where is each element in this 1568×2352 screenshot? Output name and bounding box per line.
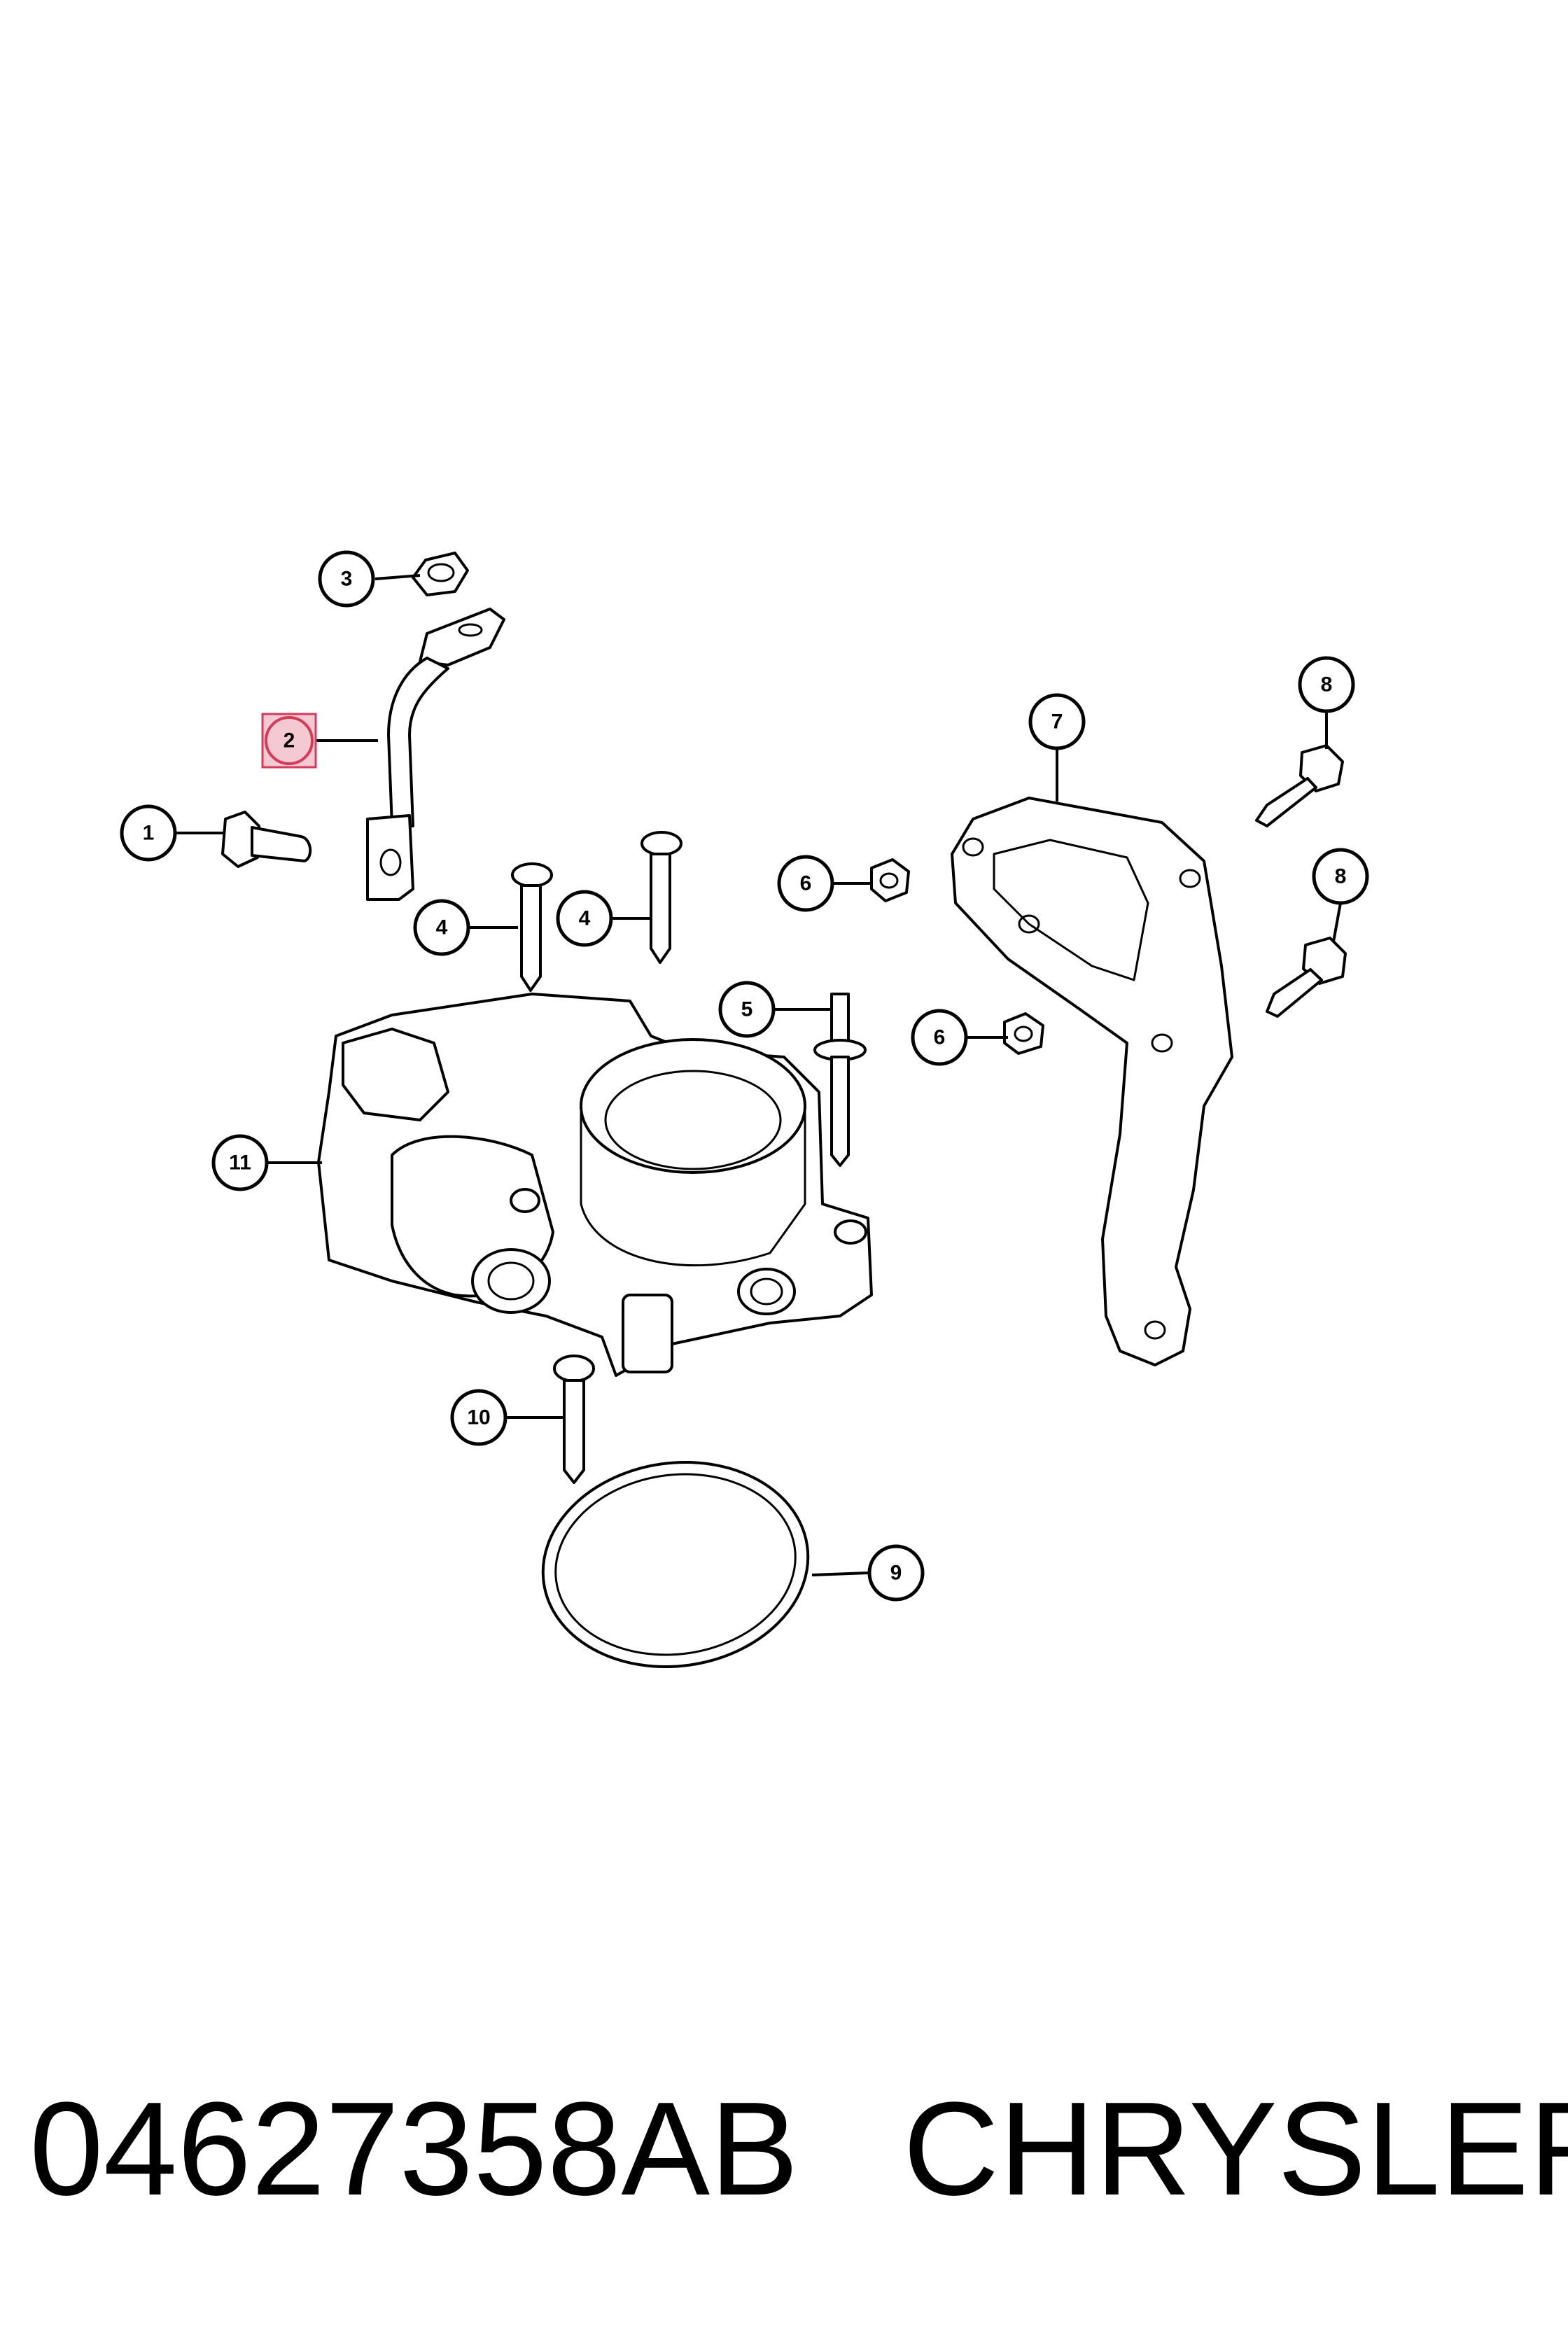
part-4-bolt-right: [640, 831, 682, 964]
part-6-nut-upper: [870, 858, 910, 902]
callout-10: 10: [450, 1389, 507, 1446]
svg-text:4: 4: [436, 916, 448, 939]
callout-5: 5: [718, 981, 776, 1038]
part-4-bolt-left: [511, 862, 553, 992]
part-9-gasket: [541, 1460, 810, 1669]
svg-text:4: 4: [579, 907, 591, 930]
part-2-ground-strap: [366, 608, 505, 901]
part-5-stud: [813, 993, 867, 1167]
callout-3: 3: [318, 550, 375, 608]
part-11-throttle-body: [317, 993, 873, 1377]
part-1-bolt: [221, 811, 312, 868]
callout-8-upper: 8: [1298, 656, 1355, 713]
callout-11: 11: [211, 1134, 269, 1191]
svg-text:8: 8: [1335, 865, 1347, 888]
part-8-bolt-upper: [1255, 744, 1344, 827]
leader-lines: [175, 574, 1342, 1576]
part-3-nut: [412, 552, 469, 596]
part-6-nut-lower: [1003, 1012, 1044, 1055]
part-7-bracket: [951, 797, 1233, 1366]
callout-4-right: 4: [556, 890, 613, 947]
part-number-caption: 04627358AB: [29, 2075, 799, 2223]
svg-text:10: 10: [467, 1406, 490, 1429]
brand-caption: CHRYSLER: [903, 2075, 1568, 2223]
svg-text:7: 7: [1051, 710, 1063, 734]
svg-text:6: 6: [934, 1026, 946, 1049]
svg-text:5: 5: [741, 998, 753, 1021]
svg-text:9: 9: [890, 1562, 902, 1585]
callout-6-lower: 6: [911, 1009, 968, 1066]
callout-9: 9: [867, 1544, 925, 1602]
callout-6-upper: 6: [777, 855, 834, 912]
callout-1: 1: [120, 804, 177, 862]
callout-8-lower: 8: [1312, 848, 1369, 905]
svg-text:11: 11: [229, 1152, 251, 1175]
part-10-screw: [553, 1354, 595, 1484]
callout-4-left: 4: [413, 899, 470, 956]
part-8-bolt-lower: [1266, 937, 1347, 1018]
callout-2-highlighted[interactable]: 2: [261, 713, 317, 769]
svg-text:6: 6: [800, 872, 812, 895]
callout-7: 7: [1028, 693, 1086, 750]
svg-text:8: 8: [1321, 673, 1333, 696]
svg-text:3: 3: [341, 568, 353, 591]
svg-text:2: 2: [284, 729, 295, 752]
svg-text:1: 1: [143, 822, 155, 845]
